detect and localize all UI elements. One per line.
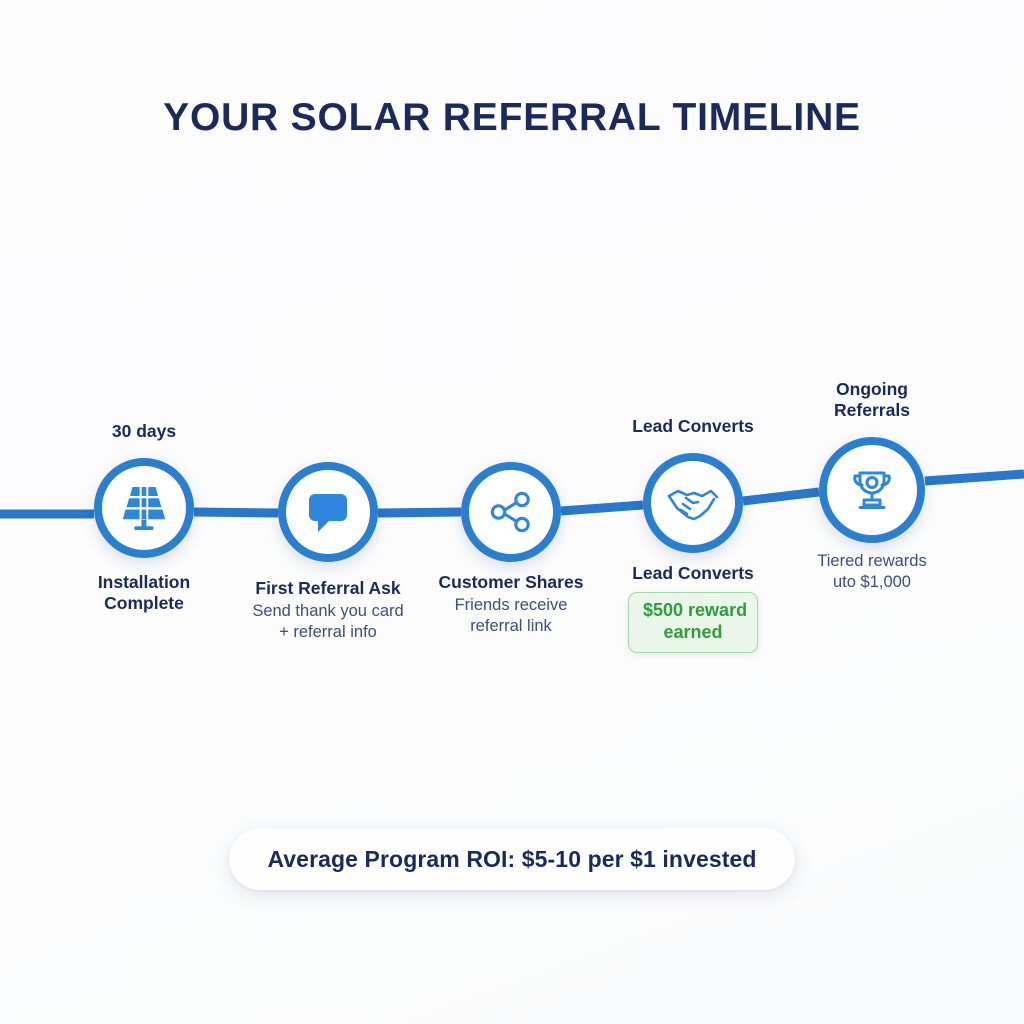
stage-label-above-ongoing-referrals: Ongoing Referrals <box>834 379 910 420</box>
stage-title-lead-converts: Lead Converts <box>632 563 754 583</box>
roi-text: Average Program ROI: $5-10 per $1 invest… <box>267 845 757 872</box>
stage-label-below-lead-converts: Lead Converts <box>593 563 793 584</box>
track-segment-2-3 <box>377 507 462 518</box>
stage-node-lead-converts[interactable] <box>643 453 743 553</box>
stage-node-first-referral-ask[interactable] <box>278 462 378 562</box>
stage-node-ongoing-referrals[interactable] <box>819 437 925 543</box>
trophy-icon <box>853 471 891 509</box>
stage-subtitle-ongoing-referrals: Tiered rewards uto $1,000 <box>817 552 927 591</box>
stage-label-below-customer-shares: Customer Shares Friends receive referral… <box>406 572 616 637</box>
reward-badge-lead-converts: $500 reward earned <box>628 592 758 654</box>
solar-panel-icon <box>122 486 166 530</box>
stage-title-first-referral-ask: First Referral Ask <box>255 578 401 598</box>
page-title: YOUR SOLAR REFERRAL TIMELINE <box>163 96 861 139</box>
stage-label-below-installation: Installation Complete <box>44 572 244 614</box>
stage-label-above-installation: 30 days <box>111 421 177 441</box>
track-segment-right-edge <box>924 469 1024 486</box>
stage-subtitle-customer-shares: Friends receive referral link <box>454 596 568 635</box>
track-segment-4-5 <box>742 487 820 506</box>
stage-title-installation: Installation Complete <box>97 572 191 613</box>
handshake-icon <box>667 489 719 521</box>
stage-node-customer-shares[interactable] <box>461 462 561 562</box>
stage-label-below-ongoing-referrals: Tiered rewards uto $1,000 <box>782 551 962 593</box>
stage-label-below-first-referral-ask: First Referral Ask Send thank you card +… <box>218 578 438 643</box>
stage-node-installation-complete[interactable] <box>94 458 194 558</box>
stage-title-customer-shares: Customer Shares <box>438 572 584 592</box>
stage-subtitle-first-referral-ask: Send thank you card + referral info <box>252 602 404 641</box>
roi-banner: Average Program ROI: $5-10 per $1 invest… <box>229 828 795 890</box>
track-segment-1-2 <box>193 507 279 518</box>
stage-label-above-lead-converts: Lead Converts <box>632 416 754 436</box>
track-segment-3-4 <box>560 500 644 516</box>
chat-bubble-icon <box>309 494 347 532</box>
share-network-icon <box>490 491 530 533</box>
